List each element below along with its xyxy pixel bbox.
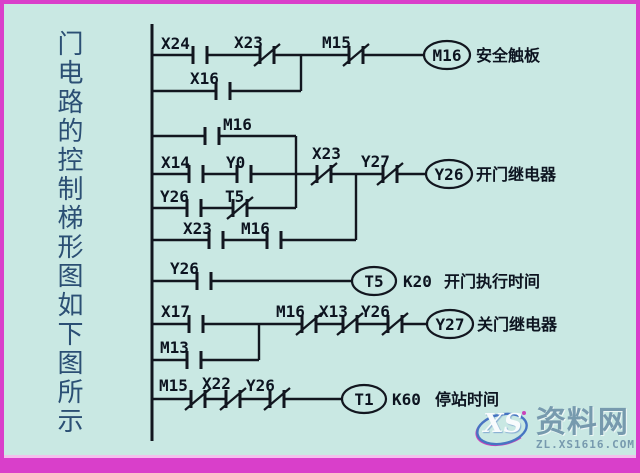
contact-y26-nc-label: Y26 xyxy=(246,376,275,395)
contact-y26-no-gap xyxy=(188,204,200,212)
contact-t5-nc-label: T5 xyxy=(225,187,244,206)
xs-logo-icon: XS xyxy=(472,406,534,452)
watermark-text-block: 资料网 ZL.XS1616.COM xyxy=(535,404,635,451)
contact-y27-nc-label: Y27 xyxy=(361,152,390,171)
contact-y26-nc-label: Y26 xyxy=(361,302,390,321)
page-title: 门电路的控制梯形图如下图所示 xyxy=(53,30,83,436)
contact-m13-no-gap xyxy=(188,356,200,364)
contact-x13-nc-slash xyxy=(336,312,364,336)
contact-y26-no-gap xyxy=(198,277,210,285)
contact-x23-no-label: X23 xyxy=(183,219,212,238)
coil-t5-text: T5 xyxy=(364,272,383,291)
coil-y27-text: Y27 xyxy=(436,315,465,334)
coil-t5-constant: K20 xyxy=(403,272,432,291)
coil-t1-constant: K60 xyxy=(392,390,421,409)
coil-y27-annotation: 关门继电器 xyxy=(477,315,558,334)
contact-y0-no-label: Y0 xyxy=(226,153,245,172)
contact-x23-nc-slash xyxy=(253,43,281,67)
contact-y26-no-label: Y26 xyxy=(160,187,189,206)
contact-y27-nc-slash xyxy=(376,162,404,186)
contact-m15-nc-label: M15 xyxy=(322,33,351,52)
contact-y0-no-gap xyxy=(238,170,250,178)
contact-x23-nc-label: X23 xyxy=(312,144,341,163)
coil-t5 xyxy=(350,265,398,297)
watermark-site-name: 资料网 xyxy=(535,404,629,440)
coil-y26-annotation: 开门继电器 xyxy=(476,165,557,184)
coil-t1-annotation: 停站时间 xyxy=(435,390,499,409)
coil-t5-annotation: 开门执行时间 xyxy=(444,272,540,291)
logo-text: XS xyxy=(483,409,523,439)
coil-m16 xyxy=(422,39,472,71)
contact-m15-nc-slash xyxy=(342,43,370,67)
xs-logo-ellipses xyxy=(475,411,531,447)
watermark: XS 资料网 ZL.XS1616.COM xyxy=(472,406,635,452)
contact-y26-no-label: Y26 xyxy=(170,259,199,278)
contact-x16-no-label: X16 xyxy=(190,69,219,88)
contact-y26-nc-slash xyxy=(263,387,291,411)
watermark-site-url: ZL.XS1616.COM xyxy=(535,437,635,451)
contact-x22-nc-slash xyxy=(219,387,247,411)
coil-y27 xyxy=(425,308,475,340)
coil-m16-text: M16 xyxy=(433,46,462,65)
contact-x23-no-gap xyxy=(210,236,222,244)
contact-x22-nc-label: X22 xyxy=(202,374,231,393)
coil-y26 xyxy=(424,158,474,190)
contact-x24-no-label: X24 xyxy=(161,34,190,53)
contact-x24-no-gap xyxy=(194,51,206,59)
coil-t1 xyxy=(340,383,388,415)
contact-x14-no-label: X14 xyxy=(161,153,190,172)
contact-m16-nc-slash xyxy=(295,312,323,336)
contact-x14-no-gap xyxy=(190,170,202,178)
contact-m15-nc-label: M15 xyxy=(159,376,188,395)
contact-m15-nc-slash xyxy=(184,387,212,411)
contact-m16-no-label: M16 xyxy=(223,115,252,134)
contact-m16-no-label: M16 xyxy=(241,219,270,238)
logo-ring xyxy=(476,412,528,446)
logo-dot xyxy=(521,411,526,415)
contact-x23-nc-slash xyxy=(310,162,338,186)
contact-m16-no-gap xyxy=(206,132,218,140)
contact-x17-no-label: X17 xyxy=(161,302,190,321)
contact-y26-nc-slash xyxy=(381,312,409,336)
contact-x23-nc-label: X23 xyxy=(234,33,263,52)
contact-x16-no-gap xyxy=(217,87,229,95)
contact-m16-no-gap xyxy=(268,236,280,244)
contact-m16-nc-label: M16 xyxy=(276,302,305,321)
contact-t5-nc-slash xyxy=(226,196,254,220)
coil-y26-text: Y26 xyxy=(435,165,464,184)
contact-x17-no-gap xyxy=(190,320,202,328)
contact-x13-nc-label: X13 xyxy=(319,302,348,321)
coil-m16-annotation: 安全触板 xyxy=(476,46,541,65)
contact-m13-no-label: M13 xyxy=(160,338,189,357)
coil-t1-text: T1 xyxy=(354,390,373,409)
